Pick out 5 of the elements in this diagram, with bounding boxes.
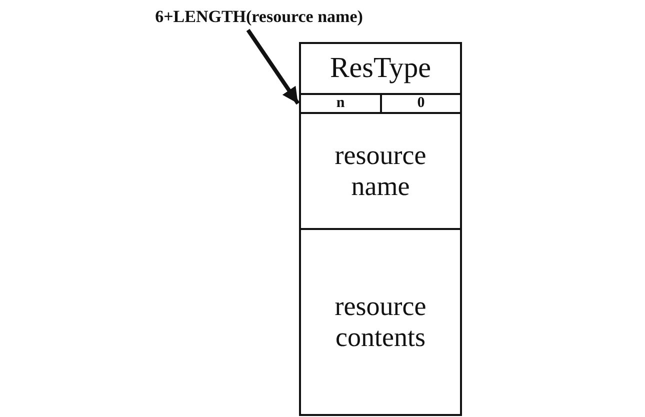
arrow [246, 28, 300, 105]
field-cell: resource name [299, 112, 462, 230]
annotation-label: 6+LENGTH(resource name) [128, 4, 390, 30]
field-cell: resource contents [299, 228, 462, 416]
field-cell: ResType [299, 42, 462, 95]
